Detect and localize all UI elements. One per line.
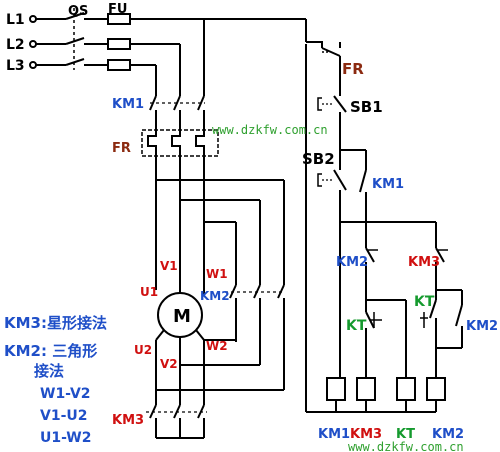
label-sb1: SB1 xyxy=(350,98,383,116)
label-v1: V1 xyxy=(160,259,178,273)
label-coil-km2: KM2 xyxy=(432,427,464,442)
label-km2-nc: KM2 xyxy=(336,255,368,270)
label-km2-hold: KM2 xyxy=(466,319,498,334)
legend-line1: KM3:星形接法 xyxy=(4,314,107,332)
label-l2: L2 xyxy=(6,37,25,53)
label-coil-km3: KM3 xyxy=(350,427,382,442)
power-circuit xyxy=(141,19,285,439)
label-sb2: SB2 xyxy=(302,150,335,168)
label-fr-ctrl: FR xyxy=(342,60,364,78)
label-fr-power: FR xyxy=(112,141,131,156)
legend-line3: 接法 xyxy=(34,362,64,380)
label-u1: U1 xyxy=(140,285,158,299)
label-qs: QS xyxy=(68,4,88,19)
label-km3-nc: KM3 xyxy=(408,255,440,270)
legend-line4: W1-V2 xyxy=(40,386,91,402)
watermark-bottom: www.dzkfw.com.cn xyxy=(348,440,464,452)
label-l3: L3 xyxy=(6,58,25,74)
label-v2: V2 xyxy=(160,357,178,371)
label-km1-aux: KM1 xyxy=(372,177,404,192)
label-km1-main: KM1 xyxy=(112,97,144,112)
control-circuit xyxy=(305,19,463,413)
label-motor: M xyxy=(173,306,191,327)
label-km3-main: KM3 xyxy=(112,413,144,428)
label-w2: W2 xyxy=(206,339,228,353)
label-kt-no: KT xyxy=(414,294,435,310)
label-w1: W1 xyxy=(206,267,228,281)
label-u2: U2 xyxy=(134,343,152,357)
legend-line2: KM2: 三角形 xyxy=(4,342,97,360)
label-coil-kt: KT xyxy=(396,427,415,442)
legend-line5: V1-U2 xyxy=(40,408,88,424)
supply-lines xyxy=(29,8,306,71)
watermark-top: www.dzkfw.com.cn xyxy=(212,123,328,137)
legend-line6: U1-W2 xyxy=(40,430,91,446)
label-fu: FU xyxy=(108,2,127,17)
label-kt-nc: KT xyxy=(346,318,367,334)
label-km2-main: KM2 xyxy=(200,289,230,303)
label-l1: L1 xyxy=(6,12,25,28)
label-coil-km1: KM1 xyxy=(318,427,350,442)
